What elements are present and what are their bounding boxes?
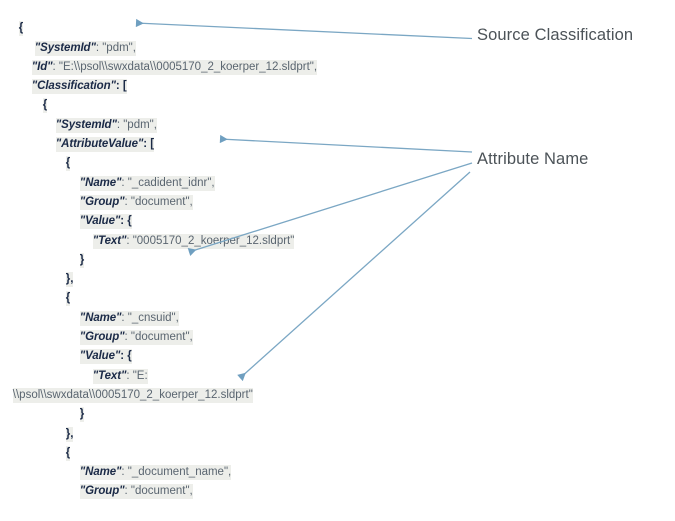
code-value: : "_document_name", (121, 466, 232, 479)
code-value: : { (120, 215, 132, 228)
code-key: "Text" (92, 234, 127, 247)
code-brace: { (42, 98, 48, 114)
code-segment: "Name": "_cnsuid", (79, 310, 179, 326)
code-value: \\psol\\swxdata\\0005170_2_koerper_12.sl… (12, 387, 253, 403)
code-line-attributevalue: "AttributeValue": [ (0, 116, 420, 153)
code-brace: { (65, 291, 71, 307)
code-brace: { (65, 445, 71, 461)
code-key: "Classification" (31, 80, 116, 93)
code-line: }, (0, 405, 420, 442)
code-segment: "Name": "_document_name", (79, 465, 232, 481)
code-segment: "Group": "document", (79, 330, 193, 346)
code-brace: } (79, 252, 85, 268)
code-key: "Value" (79, 215, 121, 228)
code-line-value: "Value": { (0, 328, 420, 365)
code-value: : "document", (124, 195, 193, 208)
code-key: "Name" (79, 311, 122, 324)
annotation-label-attribute-name: Attribute Name (477, 150, 589, 168)
code-key: "Name" (79, 176, 122, 189)
code-segment: "Value": { (79, 214, 132, 230)
code-line-value: "Value": { (0, 193, 420, 230)
code-segment: "Value": { (79, 349, 132, 365)
code-segment: "Text": "E: (92, 368, 148, 384)
code-key: "Value" (79, 350, 121, 363)
code-key: "Name" (79, 466, 122, 479)
code-segment: "SystemId": "pdm", (34, 40, 136, 56)
code-line: { (0, 0, 420, 37)
code-segment: "Classification": [ (31, 79, 127, 95)
code-line: { (0, 77, 420, 114)
code-value: : "E: (126, 369, 148, 382)
code-value: : "_cadident_idnr", (121, 176, 215, 189)
code-value: : [ (143, 138, 155, 151)
code-segment: "Group": "document", (79, 484, 193, 500)
code-line: }, (0, 251, 420, 288)
code-segment: "Id": "E:\\psol\\swxdata\\0005170_2_koer… (31, 59, 318, 75)
code-value: : "document", (124, 485, 193, 498)
code-segment: "AttributeValue": [ (55, 137, 155, 153)
code-line-text: "Text": "E: (0, 347, 420, 384)
code-line-systemid-inner: "SystemId": "pdm", (0, 96, 420, 133)
code-line-text: "Text": "0005170_2_koerper_12.sldprt" (0, 212, 420, 249)
code-segment: "Text": "0005170_2_koerper_12.sldprt" (92, 233, 295, 249)
code-key: "Id" (31, 60, 53, 73)
code-value: : "pdm", (95, 41, 136, 54)
code-key: "SystemId" (55, 118, 117, 131)
code-line: } (0, 232, 420, 268)
code-key: "Group" (79, 195, 125, 208)
code-key: "Text" (92, 369, 127, 382)
code-value: : "document", (124, 331, 193, 344)
code-key: "SystemId" (34, 41, 96, 54)
code-line-classification: "Classification": [ (0, 58, 420, 95)
code-line-name-cadident: "Name": "_cadident_idnr", (0, 154, 420, 191)
code-segment: "Group": "document", (79, 194, 193, 210)
code-line: { (0, 270, 420, 307)
code-key: "Group" (79, 485, 125, 498)
code-key: "AttributeValue" (55, 138, 144, 151)
code-brace: { (18, 21, 24, 37)
code-key: "Group" (79, 331, 125, 344)
json-code-block: { "SystemId": "pdm", "Id": "E:\\psol\\sw… (0, 0, 420, 500)
code-brace: }, (65, 272, 74, 288)
code-value: : "0005170_2_koerper_12.sldprt" (126, 234, 295, 247)
code-line-id: "Id": "E:\\psol\\swxdata\\0005170_2_koer… (0, 39, 420, 75)
code-brace: { (65, 156, 71, 172)
code-brace: } (79, 407, 85, 423)
code-value: : "_cnsuid", (121, 311, 179, 324)
code-segment: "Name": "_cadident_idnr", (79, 175, 215, 191)
code-value: : [ (115, 80, 127, 93)
annotation-label-source-classification: Source Classification (477, 26, 634, 44)
code-line-group: "Group": "document", (0, 309, 420, 346)
code-brace: }, (65, 426, 74, 442)
code-line-text-wrap: \\psol\\swxdata\\0005170_2_koerper_12.sl… (0, 367, 420, 403)
code-line-name-cnsuid: "Name": "_cnsuid", (0, 289, 420, 326)
code-segment: "SystemId": "pdm", (55, 117, 157, 133)
code-line-systemid-root: "SystemId": "pdm", (0, 19, 420, 56)
code-value: : "E:\\psol\\swxdata\\0005170_2_koerper_… (52, 60, 318, 73)
code-line-group: "Group": "document", (0, 174, 420, 210)
code-line: { (0, 135, 420, 172)
code-value: : { (120, 350, 132, 363)
code-value: : "pdm", (116, 118, 157, 131)
